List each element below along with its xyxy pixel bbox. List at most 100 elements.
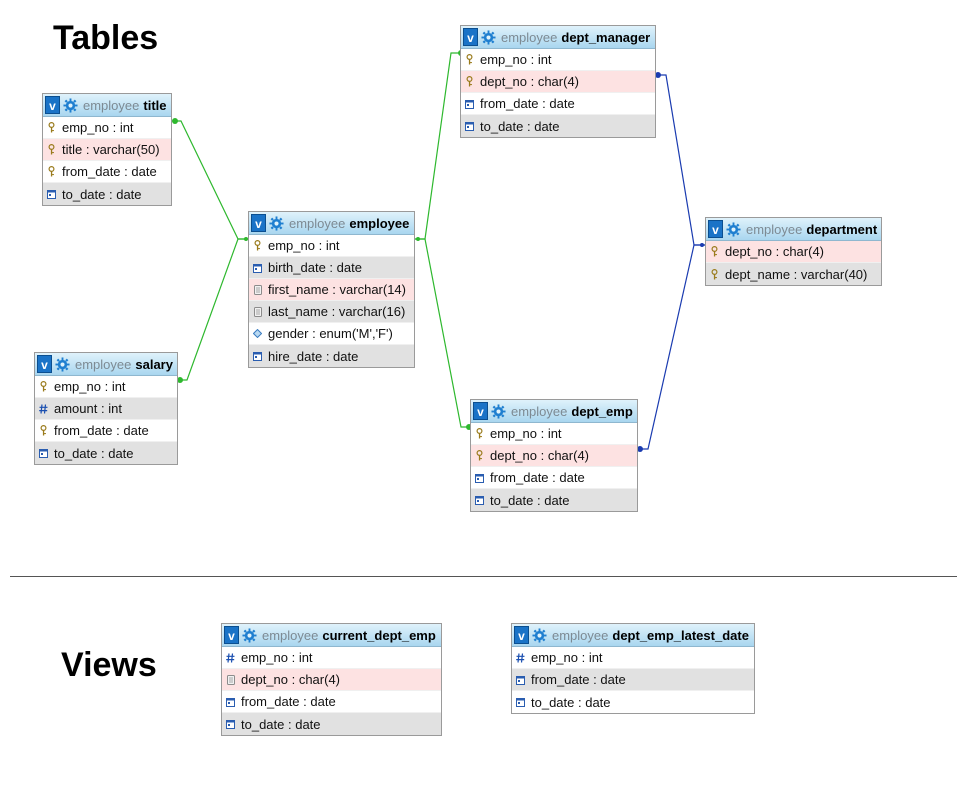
- column-label: emp_no : int: [62, 120, 134, 135]
- column-row[interactable]: from_date : date: [512, 669, 754, 691]
- views-heading: Views: [61, 646, 157, 684]
- column-row[interactable]: hire_date : date: [249, 345, 414, 367]
- database-name: employee: [501, 29, 558, 45]
- column-row[interactable]: to_date : date: [222, 713, 441, 735]
- column-label: hire_date : date: [268, 348, 359, 364]
- column-row[interactable]: dept_no : char(4): [461, 71, 655, 93]
- relation-department-dept-emp: [638, 244, 706, 450]
- relation-employee-dept-manager: [414, 52, 461, 240]
- column-label: emp_no : int: [268, 238, 340, 253]
- collapse-toggle[interactable]: v: [463, 28, 478, 46]
- hash-icon: [226, 652, 235, 663]
- collapse-toggle[interactable]: v: [37, 355, 52, 373]
- date-icon: [475, 495, 484, 506]
- column-row[interactable]: birth_date : date: [249, 257, 414, 279]
- column-row[interactable]: emp_no : int: [461, 49, 655, 71]
- relation-department-dept-manager: [656, 74, 706, 246]
- column-label: title : varchar(50): [62, 142, 160, 157]
- column-row[interactable]: dept_no : char(4): [222, 669, 441, 691]
- relation-endpoint-dot: [655, 72, 661, 78]
- column-row[interactable]: emp_no : int: [471, 423, 637, 445]
- relation-endpoint-dot: [416, 237, 420, 241]
- column-label: dept_no : char(4): [241, 672, 341, 687]
- column-row[interactable]: from_date : date: [471, 467, 637, 489]
- column-row[interactable]: gender : enum('M','F'): [249, 323, 414, 345]
- relation-employee-dept-emp: [414, 238, 471, 428]
- column-row[interactable]: amount : int: [35, 398, 177, 420]
- table-name: dept_manager: [561, 29, 651, 45]
- column-row[interactable]: from_date : date: [222, 691, 441, 713]
- column-row[interactable]: first_name : varchar(14): [249, 279, 414, 301]
- column-label: emp_no : int: [54, 379, 126, 394]
- table-name: salary: [135, 356, 173, 372]
- column-row[interactable]: to_date : date: [471, 489, 637, 511]
- column-label: last_name : varchar(16): [268, 304, 406, 319]
- database-name: employee: [289, 215, 346, 231]
- column-row[interactable]: from_date : date: [35, 420, 177, 442]
- column-label: dept_name : varchar(40): [725, 266, 868, 282]
- column-label: first_name : varchar(14): [268, 282, 406, 297]
- key-icon: [465, 76, 474, 87]
- collapse-toggle[interactable]: v: [473, 402, 488, 420]
- column-row[interactable]: dept_name : varchar(40): [706, 263, 881, 285]
- column-row[interactable]: to_date : date: [35, 442, 177, 464]
- column-row[interactable]: from_date : date: [43, 161, 171, 183]
- text-icon: [253, 306, 262, 317]
- gear-icon: [269, 215, 284, 231]
- collapse-toggle[interactable]: v: [514, 626, 529, 644]
- collapse-toggle[interactable]: v: [45, 96, 60, 114]
- column-row[interactable]: to_date : date: [43, 183, 171, 205]
- column-row[interactable]: emp_no : int: [35, 376, 177, 398]
- column-row[interactable]: from_date : date: [461, 93, 655, 115]
- relation-endpoint-dot: [177, 377, 183, 383]
- date-icon: [226, 696, 235, 707]
- database-name: employee: [83, 97, 140, 113]
- column-row[interactable]: emp_no : int: [222, 647, 441, 669]
- column-label: birth_date : date: [268, 260, 362, 275]
- relation-endpoint-dot: [700, 243, 704, 247]
- key-icon: [475, 428, 484, 439]
- date-icon: [516, 674, 525, 685]
- column-row[interactable]: emp_no : int: [249, 235, 414, 257]
- column-row[interactable]: dept_no : char(4): [706, 241, 881, 263]
- column-label: to_date : date: [531, 694, 611, 710]
- collapse-toggle[interactable]: v: [251, 214, 266, 232]
- key-icon: [39, 381, 48, 392]
- relation-employee-salary: [180, 238, 249, 381]
- collapse-toggle[interactable]: v: [224, 626, 239, 644]
- key-icon: [47, 144, 56, 155]
- text-icon: [226, 674, 235, 685]
- gear-icon: [55, 356, 70, 372]
- column-row[interactable]: to_date : date: [461, 115, 655, 137]
- relation-employee-title: [175, 120, 249, 240]
- hash-icon: [516, 652, 525, 663]
- enum-icon: [253, 328, 262, 339]
- column-row[interactable]: to_date : date: [512, 691, 754, 713]
- column-row[interactable]: emp_no : int: [43, 117, 171, 139]
- column-row[interactable]: last_name : varchar(16): [249, 301, 414, 323]
- hash-icon: [39, 403, 48, 414]
- column-label: from_date : date: [531, 672, 626, 687]
- column-row[interactable]: emp_no : int: [512, 647, 754, 669]
- key-icon: [253, 240, 262, 251]
- collapse-toggle[interactable]: v: [708, 220, 723, 238]
- database-name: employee: [552, 627, 609, 643]
- column-row[interactable]: dept_no : char(4): [471, 445, 637, 467]
- column-row[interactable]: title : varchar(50): [43, 139, 171, 161]
